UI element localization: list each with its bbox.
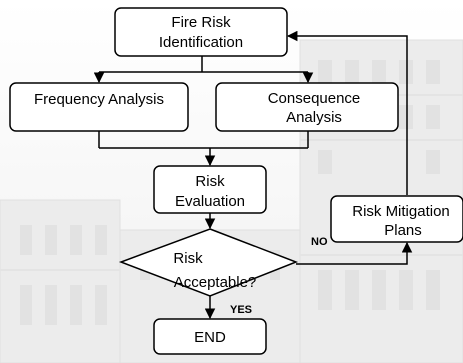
node-evaluation-label-line1: Risk — [195, 173, 225, 190]
node-evaluation[interactable]: Risk Evaluation — [153, 165, 267, 214]
node-evaluation-label-line2: Evaluation — [175, 193, 245, 210]
node-identification-label-line1: Fire Risk — [171, 14, 231, 31]
node-decision-label-line2: Acceptable? — [174, 274, 257, 291]
node-identification-label-line2: Identification — [159, 34, 243, 51]
edge-label-yes: YES — [230, 304, 252, 316]
edge-mitigation-to-identification[interactable] — [286, 30, 408, 195]
node-consequence-label-line2: Analysis — [286, 109, 342, 126]
node-mitigation[interactable]: Risk Mitigation Plans — [330, 195, 463, 243]
node-frequency-label: Frequency Analysis — [34, 91, 164, 108]
node-decision-label-line1: Risk — [173, 250, 203, 267]
node-end[interactable]: END — [153, 318, 267, 355]
node-mitigation-label-line1: Risk Mitigation — [352, 203, 450, 220]
node-mitigation-label-line2: Plans — [384, 222, 422, 239]
node-consequence-analysis[interactable]: Consequence Analysis — [215, 82, 399, 132]
node-end-label: END — [194, 329, 226, 346]
connectors — [93, 30, 413, 320]
node-consequence-label-line1: Consequence — [268, 90, 361, 107]
node-frequency-analysis[interactable]: Frequency Analysis — [9, 82, 189, 132]
node-decision-acceptable[interactable]: Risk Acceptable? — [118, 228, 299, 297]
edge-label-no: NO — [311, 236, 328, 248]
edge-decision-no-to-mitigation[interactable] — [296, 241, 413, 265]
node-identification[interactable]: Fire Risk Identification — [114, 7, 288, 57]
